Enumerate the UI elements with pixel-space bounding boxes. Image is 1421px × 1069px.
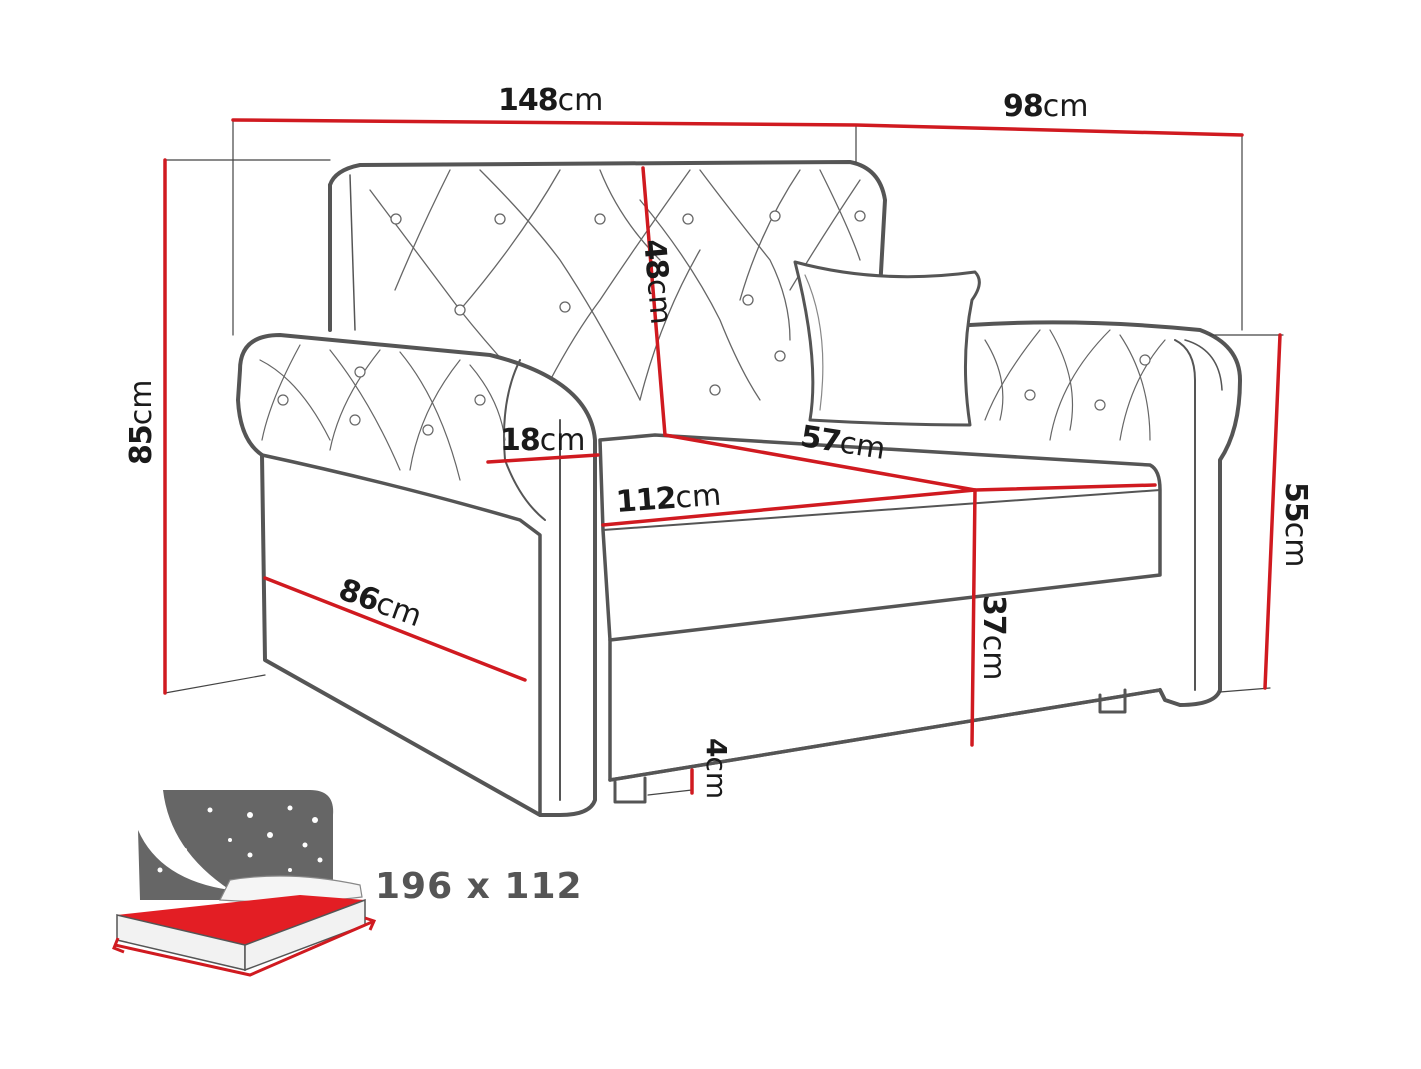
width-depth-line [231, 118, 1244, 137]
width-label: 148cm [498, 83, 604, 118]
armrest-height-label: 55cm [1278, 482, 1313, 568]
height-label: 85cm [124, 379, 159, 465]
bed-night-stars-icon [112, 790, 377, 977]
sleeping-area-label: 196 x 112 [375, 866, 583, 907]
seat-height-label: 37cm [976, 595, 1011, 681]
seat-width-label: 112cm [614, 477, 723, 520]
depth-label: 98cm [1003, 89, 1089, 124]
armrest-width-label: 18cm [500, 423, 586, 458]
backrest-height-label: 48cm [636, 237, 679, 326]
leg-height-label: 4cm [700, 738, 733, 800]
